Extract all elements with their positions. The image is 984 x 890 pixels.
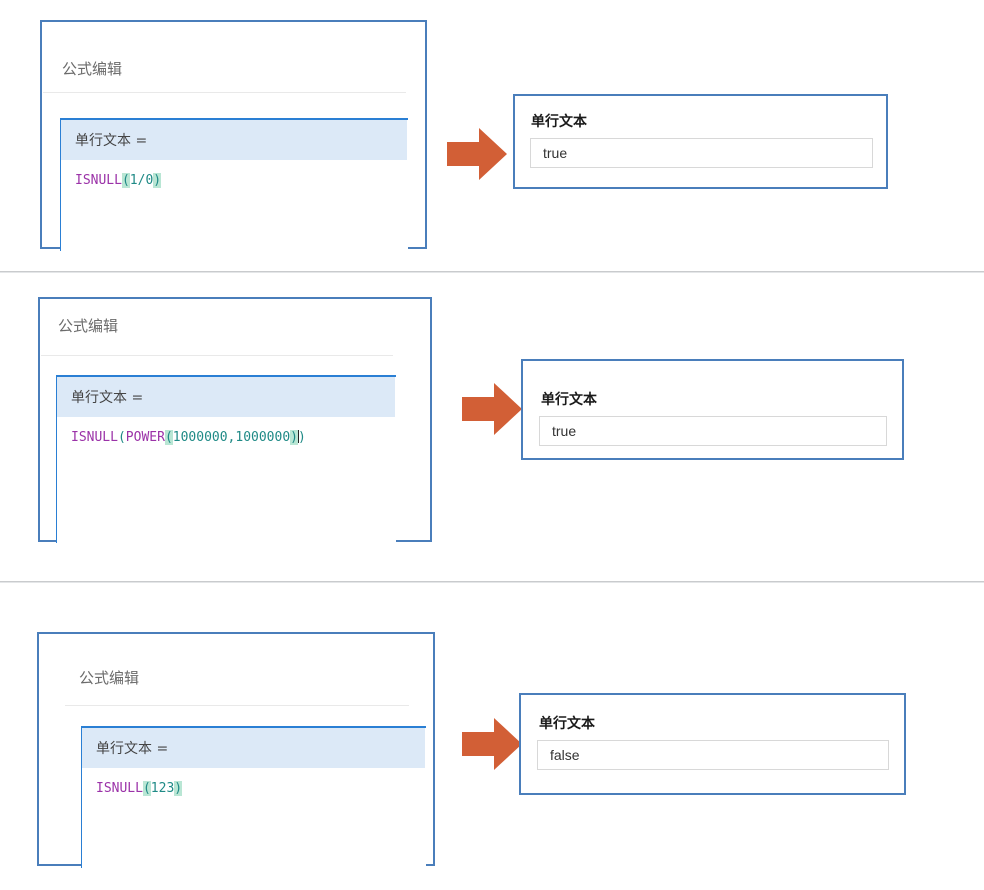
result-value-input-3[interactable]: false [537,740,889,770]
formula-field-header-1: 单行文本 = [61,120,407,160]
formula-token-paren-close-inner: ) [290,430,298,445]
panel-title-3: 公式编辑 [79,669,140,687]
result-label-1: 单行文本 [531,114,587,130]
section-divider-2 [0,581,984,583]
formula-token-argument: 123 [150,781,175,796]
formula-expression-1[interactable]: ISNULL(1/0) [61,172,407,190]
arrow-right-icon-1 [447,128,507,180]
formula-token-function-outer: ISNULL [71,430,118,445]
formula-token-argument: 1/0 [129,173,154,188]
panel-divider-3 [65,705,409,706]
result-panel-1: 单行文本 true [513,94,888,189]
panel-title-1: 公式编辑 [62,60,123,78]
formula-token-function: ISNULL [96,781,143,796]
result-value-input-1[interactable]: true [530,138,873,168]
panel-title-2: 公式编辑 [58,317,119,335]
formula-token-paren-open-outer: ( [117,430,126,445]
arrow-right-icon-2 [462,383,522,435]
formula-field-header-3: 单行文本 = [82,728,425,768]
formula-token-function-inner: POWER [125,430,165,445]
formula-editor-panel-3: 公式编辑 单行文本 = ISNULL(123) [37,632,435,868]
formula-token-paren-close: ) [174,781,183,796]
formula-token-arguments: 1000000,1000000 [172,430,291,445]
formula-expression-3[interactable]: ISNULL(123) [82,780,425,798]
formula-editor-2[interactable]: 单行文本 = ISNULL(POWER(1000000,1000000)) [56,375,396,543]
formula-editor-panel-1: 公式编辑 单行文本 = ISNULL(1/0) [40,20,427,251]
formula-token-paren-open: ( [121,173,130,188]
formula-expression-2[interactable]: ISNULL(POWER(1000000,1000000)) [57,429,395,447]
result-panel-3: 单行文本 false [519,693,906,795]
formula-editor-1[interactable]: 单行文本 = ISNULL(1/0) [60,118,408,251]
formula-editor-panel-2: 公式编辑 单行文本 = ISNULL(POWER(1000000,1000000… [38,297,432,543]
section-divider-1 [0,271,984,273]
arrow-right-icon-3 [462,718,522,770]
formula-token-function: ISNULL [75,173,122,188]
formula-token-paren-open: ( [142,781,151,796]
formula-token-paren-open-inner: ( [164,430,173,445]
panel-divider-1 [43,92,406,93]
formula-field-label-1: 单行文本 = [75,133,148,149]
result-panel-2: 单行文本 true [521,359,904,460]
formula-token-paren-close-outer: ) [298,430,306,445]
panel-divider-2 [41,355,393,356]
formula-field-label-3: 单行文本 = [96,741,169,757]
formula-token-paren-close: ) [153,173,162,188]
formula-field-header-2: 单行文本 = [57,377,395,417]
result-label-2: 单行文本 [541,392,597,408]
formula-field-label-2: 单行文本 = [71,390,144,406]
formula-editor-3[interactable]: 单行文本 = ISNULL(123) [81,726,426,868]
result-value-input-2[interactable]: true [539,416,887,446]
text-cursor [297,430,299,443]
result-label-3: 单行文本 [539,716,595,732]
